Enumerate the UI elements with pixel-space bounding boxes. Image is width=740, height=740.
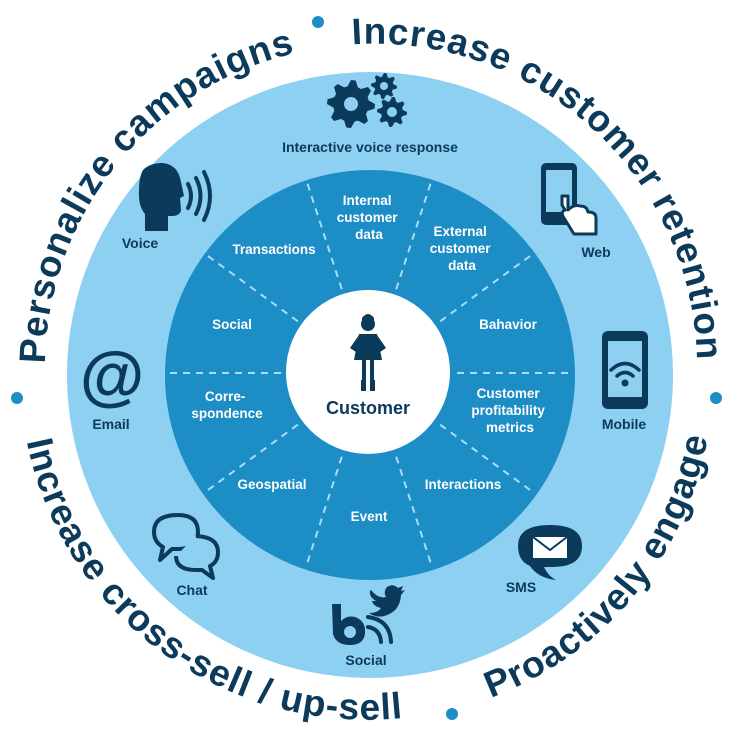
channel-label-chat: Chat	[176, 582, 207, 598]
segment-divider	[305, 456, 343, 566]
gears-icon	[327, 73, 407, 128]
gear-shape	[377, 97, 407, 127]
person-icon	[350, 314, 386, 391]
segment-behavior: Bahavior	[479, 317, 538, 332]
segment-divider	[204, 253, 299, 323]
gear-shape	[327, 80, 375, 128]
speaking-head-icon	[138, 163, 212, 231]
segment-divider	[395, 180, 433, 290]
bullet-dot	[710, 392, 722, 404]
segment-divider	[439, 423, 534, 493]
segment-external-data: External customer data	[430, 224, 495, 273]
segment-dividers	[167, 180, 571, 566]
segment-profitability: Customer profitability metrics	[471, 386, 548, 435]
segment-event: Event	[351, 509, 388, 524]
segment-internal-data: Internal customer data	[337, 193, 402, 242]
segment-geospatial: Geospatial	[237, 477, 306, 492]
channel-label-sms: SMS	[506, 579, 536, 595]
channel-label-social: Social	[345, 652, 386, 668]
channel-label-mobile: Mobile	[602, 416, 647, 432]
chat-bubbles-icon	[152, 513, 220, 580]
touch-phone-icon	[541, 163, 598, 236]
center-circle	[286, 290, 450, 454]
segment-correspondence: Corre- spondence	[191, 389, 263, 421]
segment-divider	[204, 423, 299, 493]
segment-social: Social	[212, 317, 252, 332]
bullet-dot	[11, 392, 23, 404]
segment-divider	[305, 180, 343, 290]
segment-divider	[439, 253, 534, 323]
bullet-dot	[312, 16, 324, 28]
segment-interactions: Interactions	[425, 477, 502, 492]
channel-label-ivr: Interactive voice response	[282, 139, 458, 155]
channel-label-voice: Voice	[122, 235, 159, 251]
at-sign-icon: @	[80, 338, 144, 412]
mobile-wifi-icon	[602, 331, 648, 409]
bullet-dot	[446, 708, 458, 720]
center-label: Customer	[326, 398, 410, 418]
gear-shape	[371, 73, 397, 99]
channel-label-web: Web	[581, 244, 610, 260]
blog-twitter-icon	[332, 585, 405, 645]
segment-transactions: Transactions	[232, 242, 315, 257]
channel-label-email: Email	[92, 416, 129, 432]
segment-divider	[395, 456, 433, 566]
envelope-bubble-icon	[518, 525, 582, 580]
